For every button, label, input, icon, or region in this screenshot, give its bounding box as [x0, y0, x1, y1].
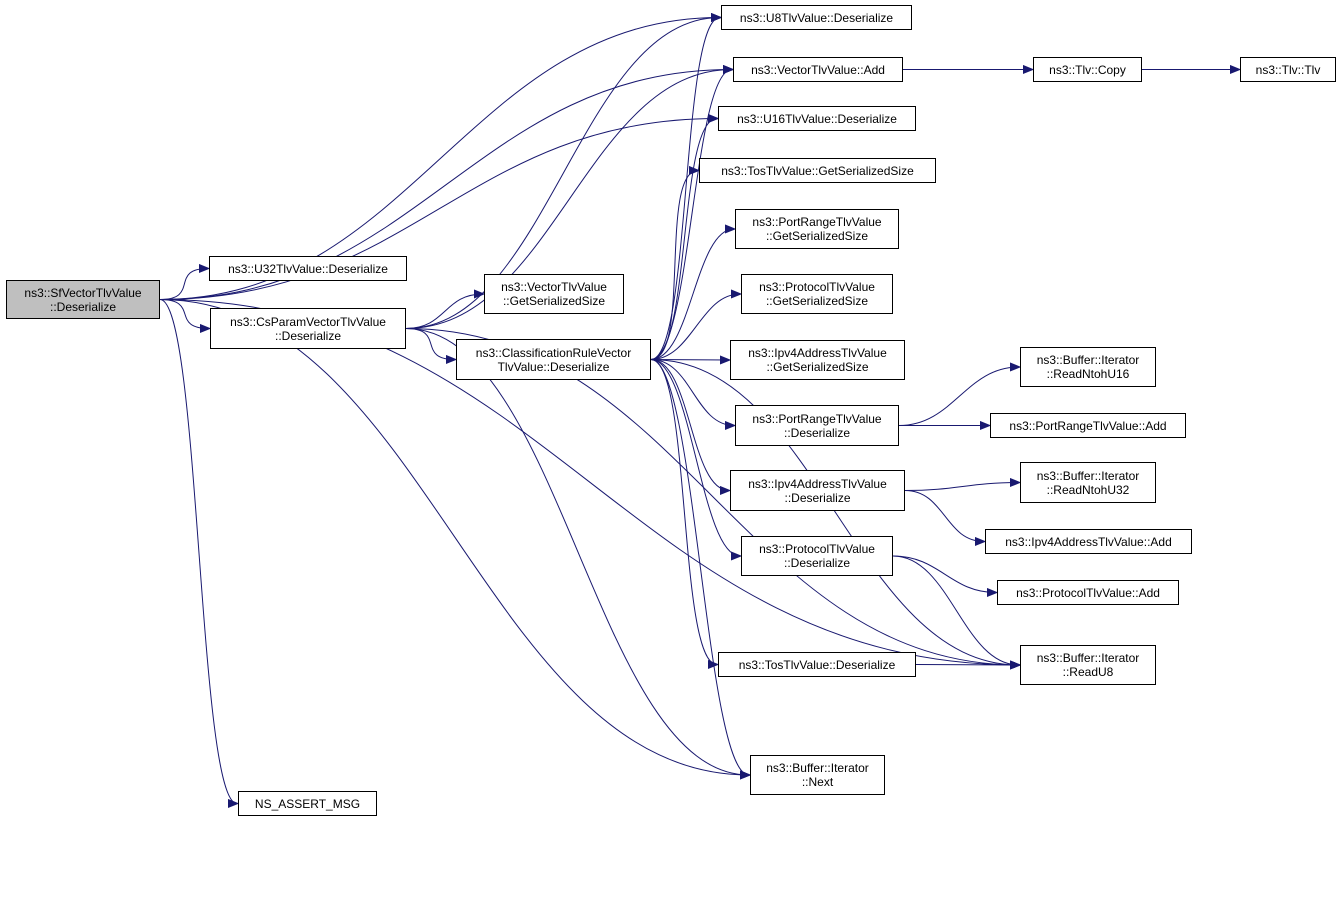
edge-crv-to-prgss	[650, 229, 734, 360]
node-rn16[interactable]: ns3::Buffer::Iterator ::ReadNtohU16	[1020, 347, 1156, 387]
edge-crv-to-prdes	[650, 359, 734, 426]
node-prgss[interactable]: ns3::PortRangeTlvValue ::GetSerializedSi…	[735, 209, 899, 249]
node-ipgss[interactable]: ns3::Ipv4AddressTlvValue ::GetSerialized…	[730, 340, 905, 380]
edge-crv-to-u16	[650, 119, 717, 360]
node-root: ns3::SfVectorTlvValue ::Deserialize	[6, 280, 160, 319]
node-prdes-line-2: ::Deserialize	[783, 425, 851, 440]
edge-protdes-to-ru8	[892, 555, 1019, 665]
node-protdes-line-1: ns3::ProtocolTlvValue	[759, 542, 875, 556]
node-tosdes-label: ns3::TosTlvValue::Deserialize	[738, 657, 896, 672]
node-assert[interactable]: NS_ASSERT_MSG	[238, 791, 377, 816]
node-ru8-line-1: ns3::Buffer::Iterator	[1036, 651, 1140, 665]
node-cs-line-1: ns3::CsParamVectorTlvValue	[230, 314, 386, 329]
edge-crv-to-tosdes	[650, 359, 717, 665]
node-crv[interactable]: ns3::ClassificationRuleVector TlvValue::…	[456, 339, 651, 380]
edge-cs-to-crv	[405, 328, 455, 360]
node-tlvcopy-label: ns3::Tlv::Copy	[1049, 62, 1126, 77]
node-tlvtlv[interactable]: ns3::Tlv::Tlv	[1240, 57, 1336, 82]
edge-crv-to-ipdes	[650, 359, 729, 491]
node-root-line-2: ::Deserialize	[49, 299, 117, 314]
edge-cs-to-vecgss	[405, 294, 483, 329]
edge-root-to-assert	[159, 299, 237, 804]
node-rn32-line-1: ns3::Buffer::Iterator	[1036, 468, 1140, 483]
node-rn32-line-2: ::ReadNtohU32	[1046, 482, 1130, 497]
node-cs-line-2: ::Deserialize	[274, 328, 342, 343]
edge-protdes-to-protadd	[892, 555, 996, 593]
node-protgss-line-1: ns3::ProtocolTlvValue	[759, 280, 875, 294]
node-rn16-line-1: ns3::Buffer::Iterator	[1036, 353, 1140, 367]
node-prgss-line-1: ns3::PortRangeTlvValue	[752, 215, 882, 229]
node-tlvcopy[interactable]: ns3::Tlv::Copy	[1033, 57, 1142, 82]
node-vecgss-line-1: ns3::VectorTlvValue	[501, 280, 607, 294]
edge-crv-to-protdes	[650, 359, 740, 557]
edge-crv-to-tosgss	[650, 171, 698, 360]
node-u16-label: ns3::U16TlvValue::Deserialize	[737, 111, 897, 126]
node-next-line-1: ns3::Buffer::Iterator	[766, 761, 869, 775]
node-pradd-label: ns3::PortRangeTlvValue::Add	[1009, 418, 1167, 433]
node-u8-label: ns3::U8TlvValue::Deserialize	[739, 10, 894, 25]
node-prdes-line-1: ns3::PortRangeTlvValue	[752, 411, 882, 426]
edge-crv-to-ru8	[650, 359, 1019, 666]
edge-root-to-u32	[159, 269, 208, 300]
node-vecadd-label: ns3::VectorTlvValue::Add	[751, 62, 885, 77]
node-root-line-1: ns3::SfVectorTlvValue	[24, 285, 142, 300]
node-vecgss-line-2: ::GetSerializedSize	[502, 294, 606, 308]
node-next[interactable]: ns3::Buffer::Iterator ::Next	[750, 755, 885, 795]
edge-ipdes-to-rn32	[904, 483, 1019, 491]
node-ipdes[interactable]: ns3::Ipv4AddressTlvValue ::Deserialize	[730, 470, 905, 511]
node-u16[interactable]: ns3::U16TlvValue::Deserialize	[718, 106, 916, 131]
node-u8[interactable]: ns3::U8TlvValue::Deserialize	[721, 5, 912, 30]
edge-tosdes-to-ru8	[915, 665, 1019, 666]
edge-root-to-cs	[159, 299, 209, 329]
node-next-line-2: ::Next	[801, 775, 834, 789]
node-protdes[interactable]: ns3::ProtocolTlvValue ::Deserialize	[741, 536, 893, 576]
node-u32-label: ns3::U32TlvValue::Deserialize	[228, 261, 388, 276]
edge-crv-to-next	[650, 359, 749, 776]
edge-cs-to-u8	[405, 18, 720, 329]
node-tosgss[interactable]: ns3::TosTlvValue::GetSerializedSize	[699, 158, 936, 183]
edge-root-to-next	[159, 299, 749, 776]
node-tosgss-label: ns3::TosTlvValue::GetSerializedSize	[721, 163, 914, 178]
node-protdes-line-2: ::Deserialize	[783, 556, 851, 570]
node-rn16-line-2: ::ReadNtohU16	[1046, 367, 1130, 381]
node-pradd[interactable]: ns3::PortRangeTlvValue::Add	[990, 413, 1186, 438]
node-protadd-label: ns3::ProtocolTlvValue::Add	[1016, 585, 1160, 600]
node-cs[interactable]: ns3::CsParamVectorTlvValue ::Deserialize	[210, 308, 406, 349]
node-ipgss-line-1: ns3::Ipv4AddressTlvValue	[748, 346, 887, 360]
node-prdes[interactable]: ns3::PortRangeTlvValue ::Deserialize	[735, 405, 899, 446]
edge-cs-to-next	[405, 328, 749, 776]
edge-crv-to-protgss	[650, 294, 740, 360]
node-ipdes-line-2: ::Deserialize	[784, 490, 851, 505]
node-vecadd[interactable]: ns3::VectorTlvValue::Add	[733, 57, 903, 82]
node-protgss-line-2: ::GetSerializedSize	[765, 294, 869, 308]
node-u32[interactable]: ns3::U32TlvValue::Deserialize	[209, 256, 407, 281]
node-ipdes-line-1: ns3::Ipv4AddressTlvValue	[748, 476, 887, 491]
edge-prdes-to-rn16	[898, 367, 1019, 426]
edge-ipdes-to-ipadd	[904, 490, 984, 542]
node-vecgss[interactable]: ns3::VectorTlvValue ::GetSerializedSize	[484, 274, 624, 314]
node-prgss-line-2: ::GetSerializedSize	[765, 229, 869, 243]
node-crv-line-2: TlvValue::Deserialize	[497, 359, 610, 374]
edge-cs-to-vecadd	[405, 70, 732, 329]
edge-crv-to-u8	[650, 18, 720, 360]
node-ipgss-line-2: ::GetSerializedSize	[766, 360, 869, 374]
node-rn32[interactable]: ns3::Buffer::Iterator ::ReadNtohU32	[1020, 462, 1156, 503]
node-tosdes[interactable]: ns3::TosTlvValue::Deserialize	[718, 652, 916, 677]
node-crv-line-1: ns3::ClassificationRuleVector	[475, 345, 632, 360]
node-protgss[interactable]: ns3::ProtocolTlvValue ::GetSerializedSiz…	[741, 274, 893, 314]
edge-root-to-u8	[159, 18, 720, 300]
node-ru8[interactable]: ns3::Buffer::Iterator ::ReadU8	[1020, 645, 1156, 685]
node-assert-label: NS_ASSERT_MSG	[254, 796, 361, 811]
node-ipadd-label: ns3::Ipv4AddressTlvValue::Add	[1005, 534, 1172, 549]
node-ru8-line-2: ::ReadU8	[1062, 665, 1114, 679]
node-ipadd[interactable]: ns3::Ipv4AddressTlvValue::Add	[985, 529, 1192, 554]
edge-root-to-u16	[159, 119, 717, 300]
edge-root-to-vecadd	[159, 70, 732, 300]
node-protadd[interactable]: ns3::ProtocolTlvValue::Add	[997, 580, 1179, 605]
node-tlvtlv-label: ns3::Tlv::Tlv	[1255, 62, 1321, 77]
